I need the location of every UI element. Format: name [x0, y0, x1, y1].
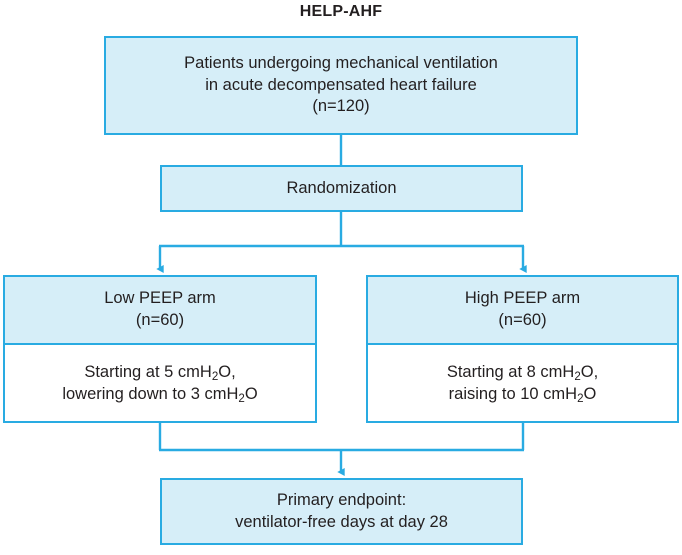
node-primary-endpoint: Primary endpoint: ventilator-free days a…: [160, 478, 523, 545]
low-peep-arm-header: Low PEEP arm (n=60): [5, 277, 315, 345]
enrollment-line-3: (n=120): [312, 97, 370, 116]
high-peep-arm-count: (n=60): [498, 311, 547, 329]
high-peep-arm-header: High PEEP arm (n=60): [368, 277, 677, 345]
enrollment-line-1: Patients undergoing mechanical ventilati…: [184, 53, 498, 72]
node-enrollment: Patients undergoing mechanical ventilati…: [104, 36, 578, 135]
chart-title: HELP-AHF: [299, 3, 383, 20]
enrollment-line-2: in acute decompensated heart failure: [205, 75, 477, 94]
high-peep-arm-title: High PEEP arm: [464, 289, 581, 308]
high-peep-arm-detail-1: Starting at 8 cmH2O,: [446, 362, 599, 383]
endpoint-line-1: Primary endpoint:: [276, 490, 407, 509]
node-randomization: Randomization: [160, 165, 523, 212]
randomization-label: Randomization: [286, 178, 397, 197]
low-peep-arm-detail-2: lowering down to 3 cmH2O: [62, 385, 258, 406]
node-high-peep-arm: High PEEP arm (n=60) Starting at 8 cmH2O…: [366, 275, 679, 423]
high-peep-arm-detail-2: raising to 10 cmH2O: [448, 385, 597, 406]
low-peep-arm-detail-1: Starting at 5 cmH2O,: [84, 362, 236, 383]
low-peep-arm-title: Low PEEP arm: [104, 289, 216, 308]
high-peep-arm-body: Starting at 8 cmH2O, raising to 10 cmH2O: [368, 345, 677, 421]
low-peep-arm-body: Starting at 5 cmH2O, lowering down to 3 …: [5, 345, 315, 421]
endpoint-line-2: ventilator-free days at day 28: [235, 512, 448, 531]
low-peep-arm-count: (n=60): [135, 311, 185, 329]
node-low-peep-arm: Low PEEP arm (n=60) Starting at 5 cmH2O,…: [3, 275, 317, 423]
